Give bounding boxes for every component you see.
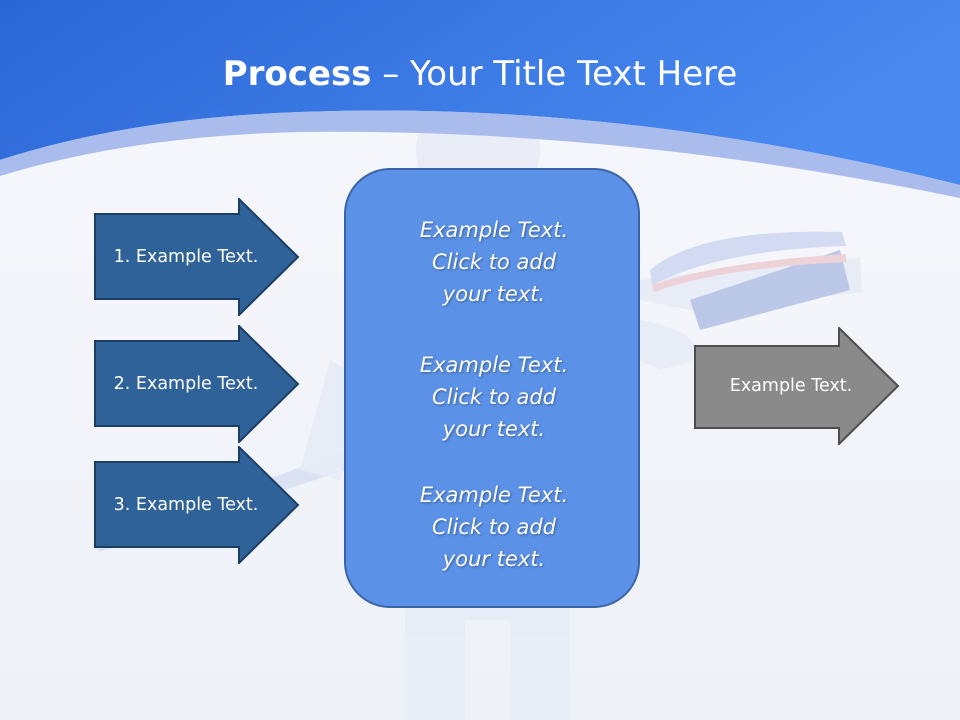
block-2-line-2: Click to add [431,385,556,409]
step-label-3: 3. Example Text. [113,495,259,515]
center-text-block-3: Example Text. Click to add your text. [346,479,642,575]
center-text-block-1: Example Text. Click to add your text. [346,214,642,310]
header-swoosh [0,110,960,198]
step-arrow-2[interactable]: 2. Example Text. [94,325,300,443]
center-text-block-2: Example Text. Click to add your text. [346,349,642,445]
output-arrow-shape [694,327,900,445]
block-1-line-1: Example Text. [419,218,569,242]
page-title: Process – Your Title Text Here [0,52,960,96]
arrow-shape-2 [94,325,300,443]
step-arrow-3[interactable]: 3. Example Text. [94,446,300,564]
step-label-2: 2. Example Text. [113,374,259,394]
title-bold: Process [222,54,372,94]
step-label-1: 1. Example Text. [113,247,259,267]
header-band [0,0,960,185]
block-3-line-1: Example Text. [419,483,569,507]
block-3-line-3: your text. [442,547,546,571]
arrow-shape-3 [94,446,300,564]
block-3-line-2: Click to add [431,515,556,539]
title-rest: – Your Title Text Here [371,54,738,94]
step-arrow-1[interactable]: 1. Example Text. [94,198,300,316]
output-arrow[interactable]: Example Text. [694,327,900,445]
center-text-box[interactable]: Example Text. Click to add your text. Ex… [344,168,640,608]
block-2-line-1: Example Text. [419,353,569,377]
output-label: Example Text. [729,376,853,396]
block-1-line-2: Click to add [431,250,556,274]
arrow-shape-1 [94,198,300,316]
block-2-line-3: your text. [442,417,546,441]
block-1-line-3: your text. [442,282,546,306]
